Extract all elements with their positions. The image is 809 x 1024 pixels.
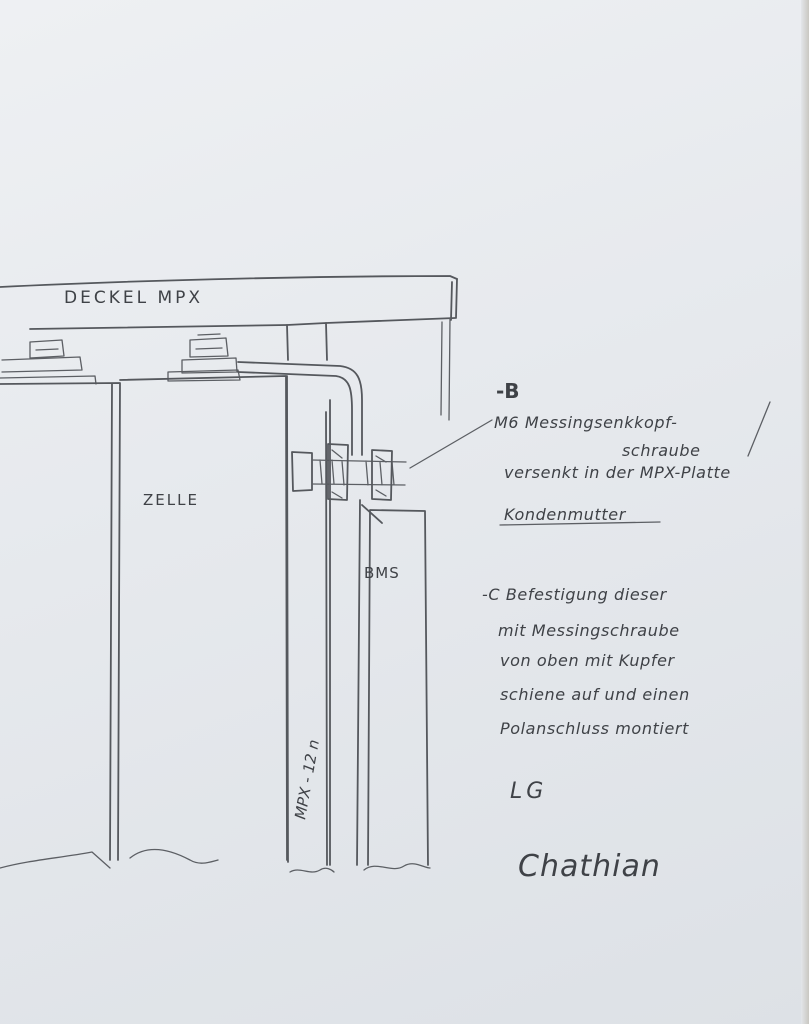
signature-name: Chathian	[518, 849, 661, 884]
cell-block	[119, 375, 288, 861]
note-b-line-3: versenkt in der MPX-Platte	[504, 463, 731, 482]
cell-left-block	[0, 382, 121, 861]
mpx-plate	[286, 322, 331, 866]
bolt-nut	[327, 443, 393, 501]
lid-side-wall	[440, 317, 451, 421]
bolt-shaft	[311, 459, 407, 486]
lid-bottom-line	[29, 317, 456, 330]
note-c-line-4: schiene auf und einen	[500, 685, 690, 704]
note-b-line-4: Kondenmutter	[504, 505, 627, 524]
leader-line-slash	[747, 401, 771, 457]
note-c-line-3: von oben mit Kupfer	[500, 651, 676, 670]
bms-board	[356, 499, 429, 866]
note-c-line-5: Polanschluss montiert	[500, 719, 689, 738]
bolt-head	[291, 451, 313, 492]
note-c-line-1: -C Befestigung dieser	[482, 585, 668, 604]
paper-edge	[801, 0, 809, 1024]
mpx-wave	[289, 867, 335, 873]
leader-line-b	[409, 419, 493, 469]
note-b-line-2: schraube	[622, 441, 701, 460]
underline-kondenmutter	[499, 521, 661, 526]
terminal-left	[0, 339, 97, 385]
marker-b: -B	[496, 379, 520, 403]
bms-label: BMS	[364, 564, 400, 582]
cell-wave	[0, 848, 219, 869]
terminal-middle	[167, 333, 241, 382]
signature-initials: LG	[510, 779, 547, 804]
mpx-plate-label: MPX - 12 n	[291, 738, 323, 820]
lid-right-edge	[450, 278, 458, 321]
lid-label: DECKEL MPX	[64, 288, 203, 308]
lid-top-line	[0, 275, 458, 288]
bms-wave	[363, 863, 431, 871]
cell-label: ZELLE	[143, 491, 199, 509]
note-b-line-1: M6 Messingsenkkopf-	[494, 413, 677, 432]
busbar	[237, 361, 363, 456]
note-c-line-2: mit Messingschraube	[498, 621, 680, 640]
bolt-hatching	[331, 449, 387, 499]
